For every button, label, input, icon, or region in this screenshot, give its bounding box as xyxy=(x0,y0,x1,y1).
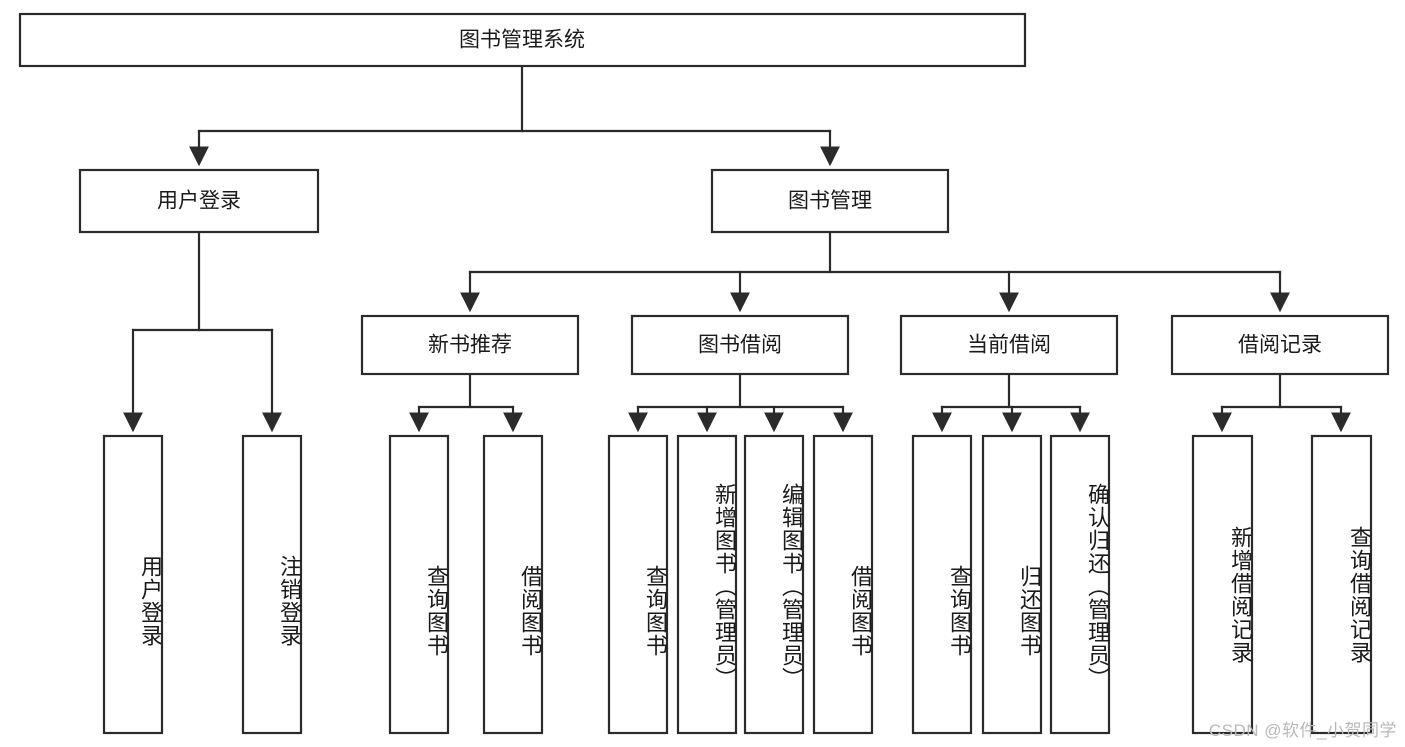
node-leaf-query-book-1-box[interactable] xyxy=(388,434,450,735)
node-root-label: 图书管理系统 xyxy=(459,29,585,52)
node-borrow-record-label: 借阅记录 xyxy=(1238,334,1322,357)
node-book-manage-label: 图书管理 xyxy=(788,190,872,213)
node-current-borrow-label: 当前借阅 xyxy=(967,334,1051,357)
edges-user-login xyxy=(123,230,282,433)
node-leaf-logout-box[interactable] xyxy=(241,434,303,735)
node-leaf-query-record-box[interactable] xyxy=(1310,434,1373,735)
node-leaf-confirm-return-box[interactable] xyxy=(1049,434,1111,735)
node-user-login[interactable]: 用户登录 xyxy=(78,168,320,234)
node-leaf-query-book-3-box[interactable] xyxy=(911,434,973,735)
node-user-login-box[interactable] xyxy=(78,168,320,234)
node-root[interactable]: 图书管理系统 xyxy=(18,12,1027,68)
node-leaf-add-record-box[interactable] xyxy=(1191,434,1254,735)
node-leaf-add-book-box[interactable] xyxy=(676,434,738,735)
node-new-book-recommend-label: 新书推荐 xyxy=(428,334,512,357)
edges-book-manage xyxy=(460,230,1290,313)
node-book-manage[interactable]: 图书管理 xyxy=(710,168,950,234)
node-new-book-recommend[interactable]: 新书推荐 xyxy=(360,314,580,376)
node-current-borrow-box[interactable] xyxy=(899,314,1119,376)
node-leaf-borrow-book-2-box[interactable] xyxy=(812,434,874,735)
csdn-watermark: CSDN @软件_小贺同学 xyxy=(1208,721,1397,740)
node-book-borrow-box[interactable] xyxy=(630,314,850,376)
node-book-manage-box[interactable] xyxy=(710,168,950,234)
edges-book-borrow xyxy=(628,372,853,433)
node-user-login-label: 用户登录 xyxy=(157,190,241,213)
node-new-book-recommend-box[interactable] xyxy=(360,314,580,376)
edges-current-borrow xyxy=(932,372,1090,433)
node-leaf-edit-book-box[interactable] xyxy=(743,434,805,735)
node-borrow-record[interactable]: 借阅记录 xyxy=(1170,314,1390,376)
node-leaf-query-book-2-box[interactable] xyxy=(607,434,669,735)
node-leaf-return-book-box[interactable] xyxy=(981,434,1043,735)
edges-new-book-recommend xyxy=(409,372,523,433)
node-leaf-borrow-book-1-box[interactable] xyxy=(482,434,544,735)
node-current-borrow[interactable]: 当前借阅 xyxy=(899,314,1119,376)
edges-root xyxy=(189,64,840,167)
node-root-box[interactable] xyxy=(18,12,1027,68)
node-book-borrow-label: 图书借阅 xyxy=(698,334,782,357)
node-leaf-user-login-box[interactable] xyxy=(102,434,164,735)
node-borrow-record-box[interactable] xyxy=(1170,314,1390,376)
edges-borrow-record xyxy=(1212,372,1351,433)
node-book-borrow[interactable]: 图书借阅 xyxy=(630,314,850,376)
